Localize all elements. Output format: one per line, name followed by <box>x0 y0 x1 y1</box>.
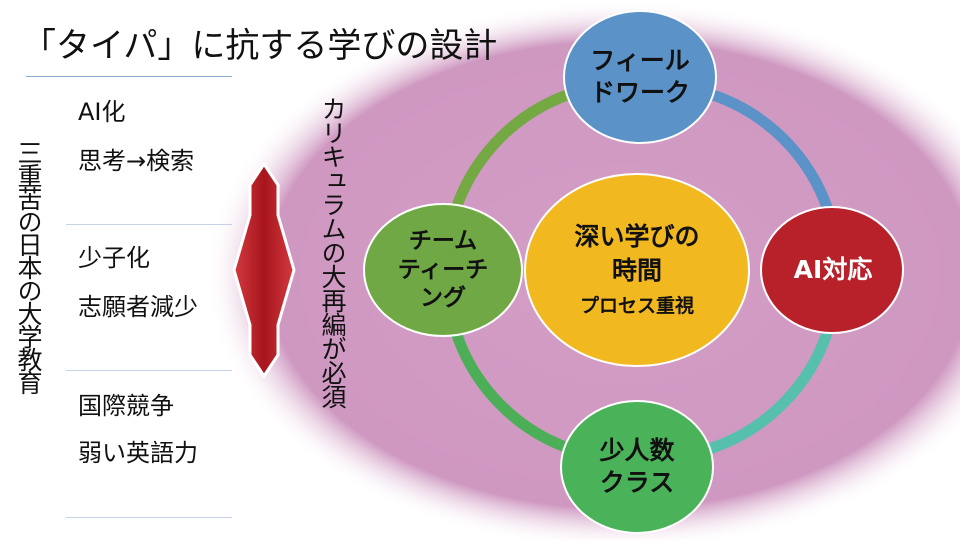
row-divider <box>66 224 232 225</box>
node-fieldwork-line1: フィール <box>590 45 690 75</box>
node-center-sub: プロセス重視 <box>579 294 694 317</box>
node-ai-circle <box>760 206 904 334</box>
node-team-teaching-line2: ティーチ <box>397 256 489 283</box>
page-title: 「タイパ」に抗する学びの設計 <box>22 26 498 66</box>
node-team-teaching-line3: ング <box>420 285 466 312</box>
ring-segment-bottom-left <box>446 312 574 454</box>
issue-ai-detail: 思考→検索 <box>78 147 195 175</box>
ring-segment-bottom-right <box>706 324 834 454</box>
row-divider <box>66 370 232 371</box>
node-fieldwork-line2: ドワーク <box>589 78 690 107</box>
node-fieldwork: フィール ドワーク <box>564 22 716 132</box>
triple-burden-label: 三重苦の日本の大学教育 <box>14 140 43 393</box>
node-team-teaching-circle <box>363 203 523 337</box>
issue-birthrate-title: 少子化 <box>78 244 150 272</box>
issue-birthrate-detail: 志願者減少 <box>78 293 198 321</box>
node-team-teaching-line1: チーム <box>408 227 478 254</box>
double-arrow <box>232 161 296 379</box>
node-center-line2: 時間 <box>611 256 662 286</box>
node-team-teaching: チーム ティーチ ング <box>365 212 521 328</box>
ring-segment-top-left <box>446 88 576 228</box>
row-divider <box>66 517 232 518</box>
node-small-class-line2: クラス <box>599 468 675 497</box>
issue-global-title: 国際競争 <box>78 392 174 420</box>
node-center: 深い学びの 時間 プロセス重視 <box>527 200 747 340</box>
node-center-line1: 深い学びの <box>574 222 700 252</box>
node-small-class: 少人数 クラス <box>561 412 713 522</box>
issue-ai-title: AI化 <box>78 98 126 126</box>
curriculum-reform-label: カリキュラムの大再編が必須 <box>318 96 347 408</box>
node-ai: AI対応 <box>762 215 904 325</box>
node-small-class-circle <box>560 400 714 534</box>
node-small-class-line1: 少人数 <box>599 435 675 465</box>
node-ai-line1: AI対応 <box>793 254 873 284</box>
node-center-circle <box>524 173 750 367</box>
node-fieldwork-circle <box>563 10 717 144</box>
ring-segment-top-right <box>704 88 834 216</box>
issue-global-detail: 弱い英語力 <box>78 439 198 467</box>
title-underline <box>26 76 232 77</box>
